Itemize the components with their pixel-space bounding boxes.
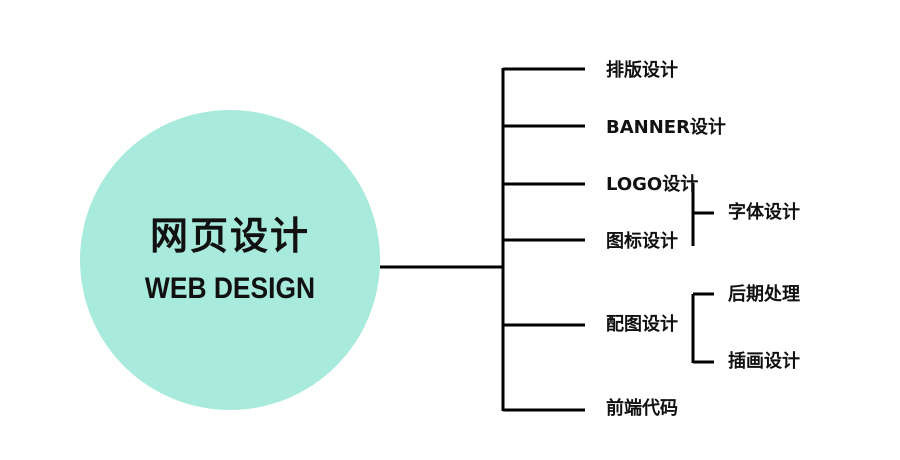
branch-label-logo: LOGO设计 bbox=[606, 174, 699, 195]
center-subtitle: WEB DESIGN bbox=[144, 272, 316, 305]
center-node-circle bbox=[80, 110, 380, 410]
branch-label-banner: BANNER设计 bbox=[606, 117, 726, 138]
center-title: 网页设计 bbox=[149, 214, 310, 258]
branch-label-frontend: 前端代码 bbox=[606, 398, 678, 419]
sub-label-typography: 字体设计 bbox=[728, 202, 800, 223]
branch-label-illustration-images: 配图设计 bbox=[606, 314, 678, 335]
branch-label-layout: 排版设计 bbox=[606, 60, 678, 81]
branch-label-icon: 图标设计 bbox=[606, 231, 678, 252]
sub-label-post-processing: 后期处理 bbox=[728, 284, 800, 305]
sub-label-illustration: 插画设计 bbox=[728, 351, 800, 372]
